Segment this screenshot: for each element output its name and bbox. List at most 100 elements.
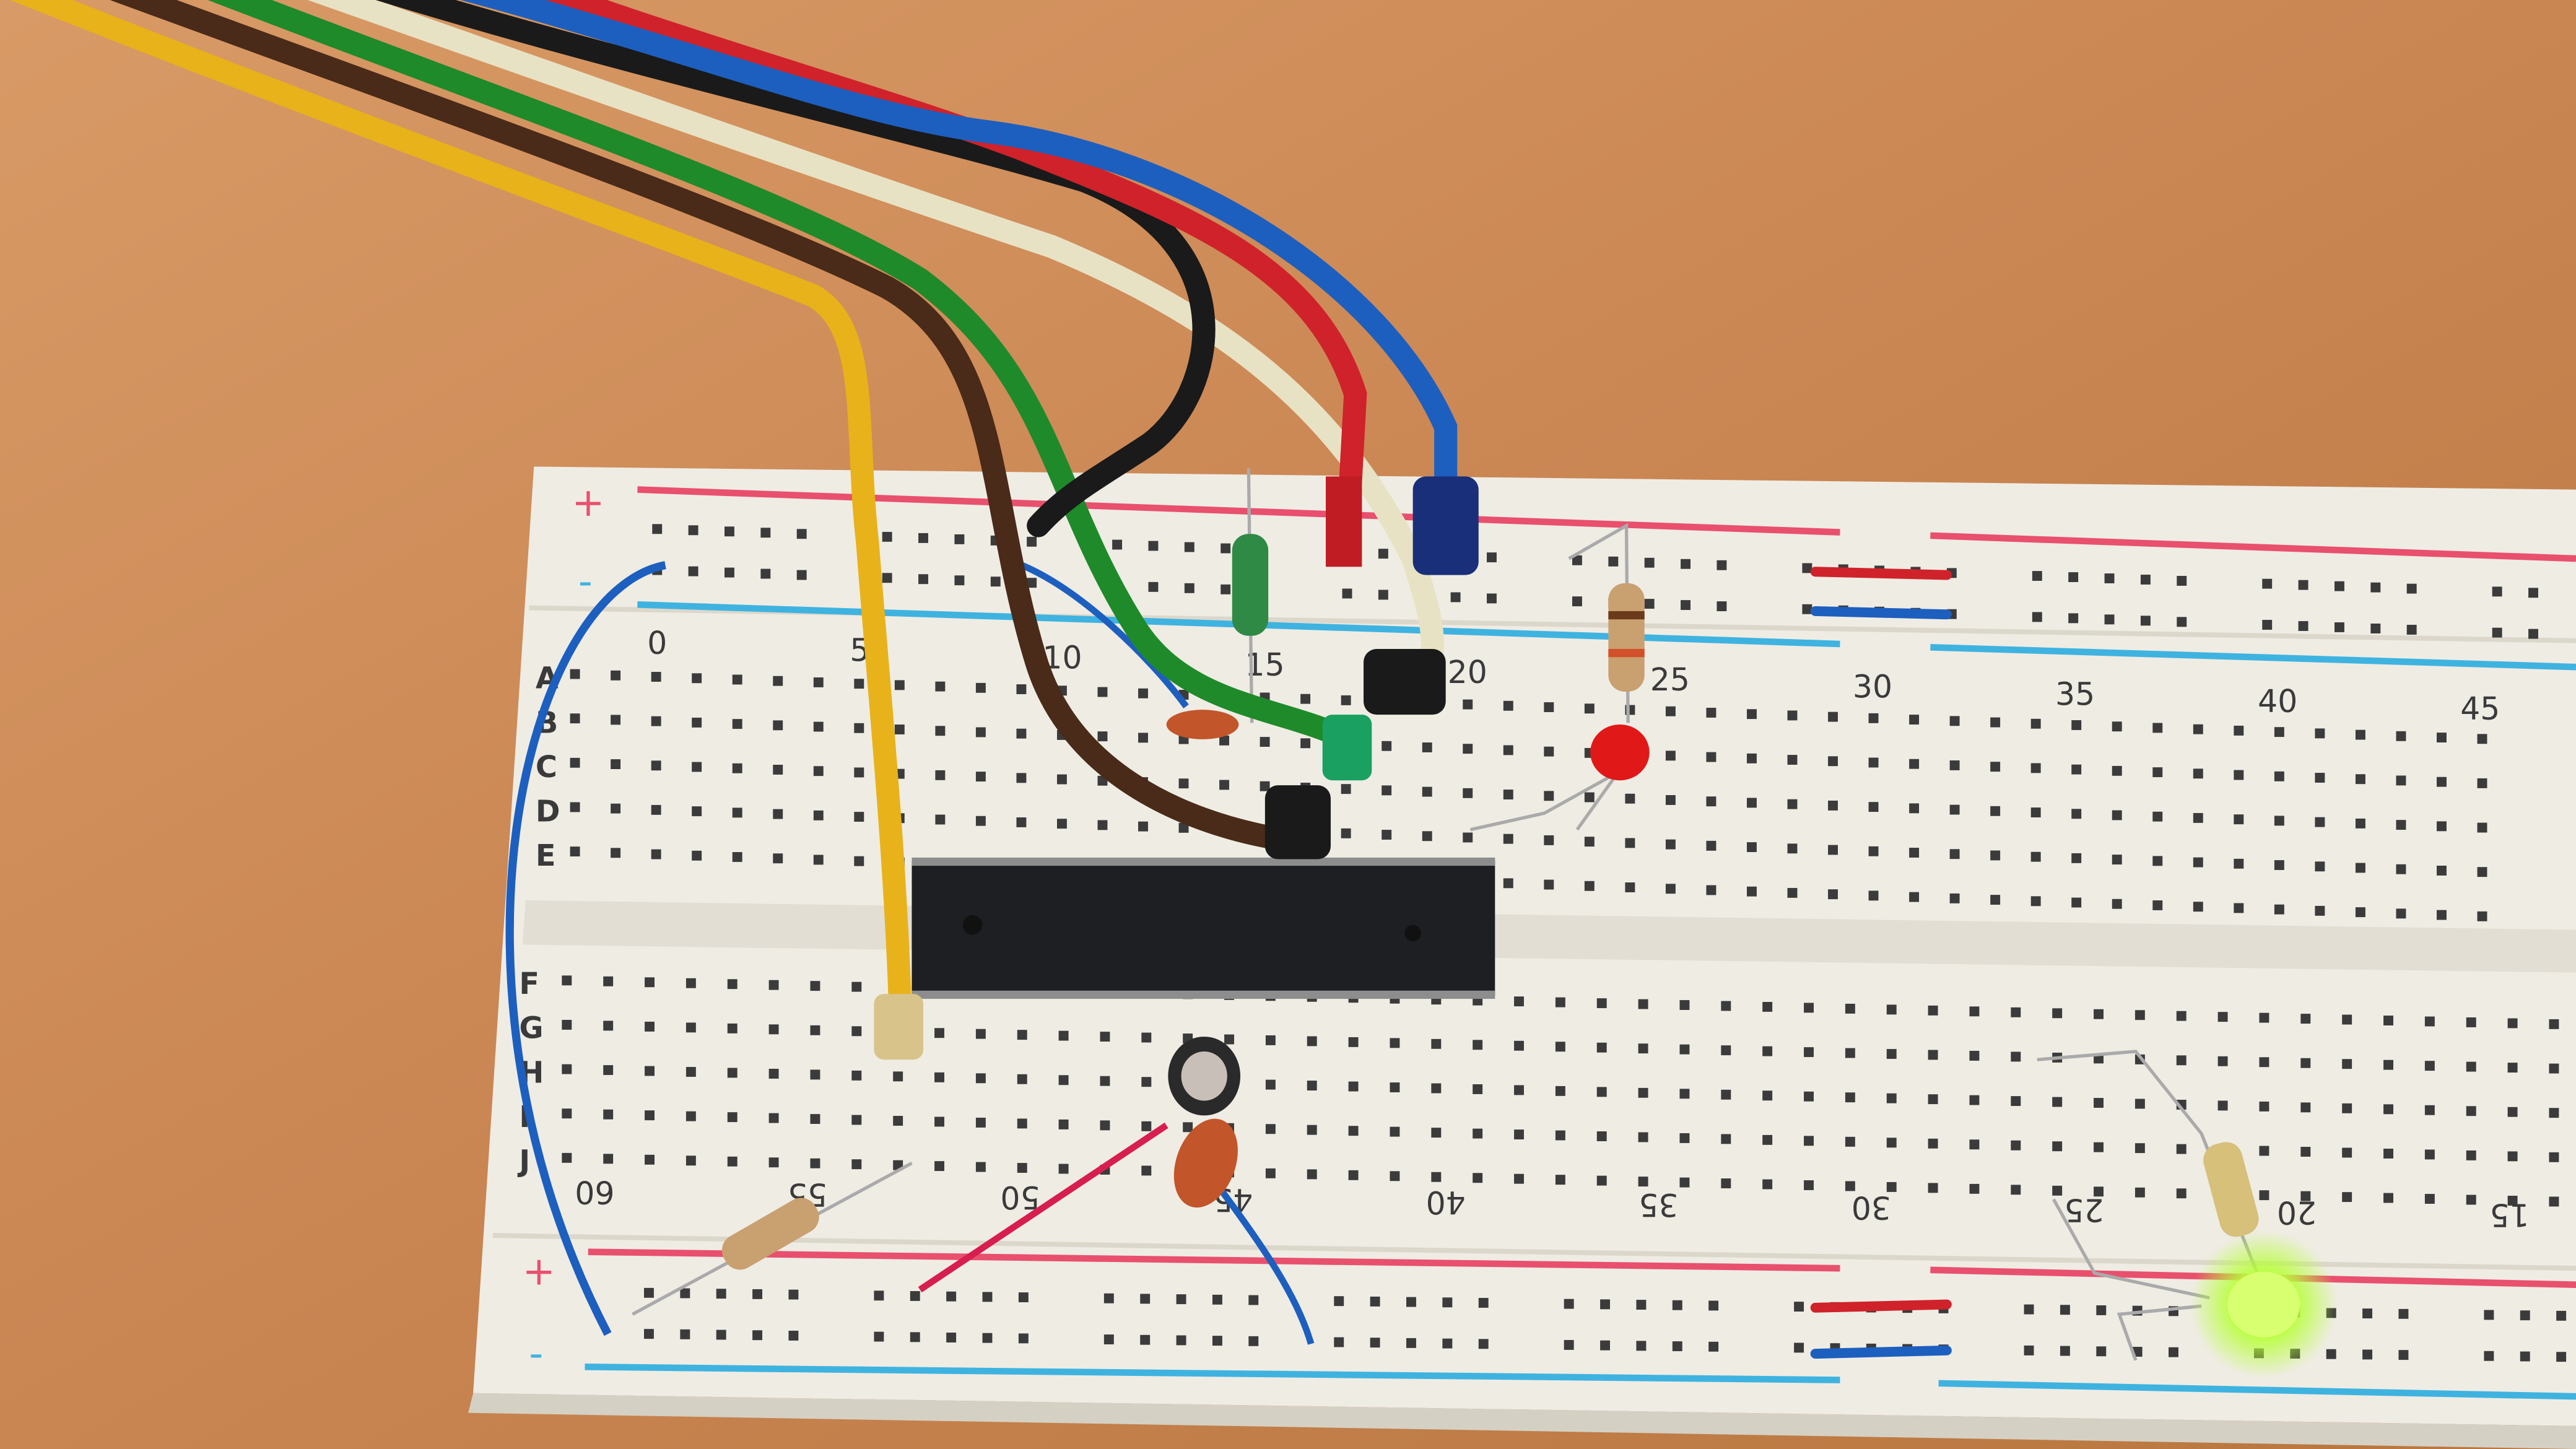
hole xyxy=(2315,728,2325,739)
hole xyxy=(1148,541,1159,551)
hole xyxy=(1307,1081,1317,1091)
hole xyxy=(935,814,946,825)
hole xyxy=(2071,720,2082,730)
hole xyxy=(1431,1172,1442,1182)
hole xyxy=(562,1152,572,1163)
hole xyxy=(1584,881,1595,891)
hole xyxy=(1845,1136,1855,1147)
hole xyxy=(732,719,742,729)
hole xyxy=(611,759,621,770)
hole xyxy=(1990,762,2001,772)
hole xyxy=(854,856,864,866)
hole xyxy=(2176,1055,2187,1066)
hole xyxy=(732,852,742,862)
hole xyxy=(1708,1341,1719,1352)
hole xyxy=(1555,1175,1565,1185)
hole xyxy=(1762,1046,1773,1056)
hole xyxy=(1717,560,1727,570)
hole xyxy=(2300,1058,2311,1068)
hole xyxy=(893,1071,903,1082)
hole xyxy=(2030,851,2041,862)
hole xyxy=(1665,706,1676,716)
hole xyxy=(1868,802,1879,812)
hole xyxy=(2342,1014,2352,1025)
hole xyxy=(611,715,621,725)
hole xyxy=(652,524,663,534)
hole xyxy=(2262,620,2273,630)
hole xyxy=(2466,1194,2476,1205)
hole xyxy=(692,762,702,772)
hole xyxy=(603,1109,614,1120)
hole xyxy=(1886,1049,1897,1059)
hole xyxy=(603,1065,614,1076)
hole xyxy=(1514,1173,1524,1184)
hole xyxy=(1265,1168,1276,1178)
hole xyxy=(2152,900,2163,910)
hole xyxy=(651,760,661,771)
hole xyxy=(2424,1016,2435,1027)
hole xyxy=(611,670,621,681)
hole xyxy=(1625,793,1635,804)
yellow-wire xyxy=(10,0,912,1022)
hole xyxy=(2477,822,2487,833)
hole xyxy=(1442,1338,1453,1349)
hole xyxy=(2355,907,2365,918)
hole xyxy=(724,567,734,578)
hole xyxy=(1473,1173,1483,1183)
hole xyxy=(954,534,965,544)
hole xyxy=(2370,582,2381,593)
hole xyxy=(934,1072,944,1082)
hole xyxy=(760,568,771,579)
hole xyxy=(2193,812,2203,823)
hole xyxy=(2193,857,2203,868)
hole xyxy=(1341,828,1351,838)
hole xyxy=(2484,1310,2494,1320)
hole xyxy=(2094,1142,2104,1152)
hole xyxy=(2024,1345,2034,1355)
hole xyxy=(570,757,580,768)
hole xyxy=(1928,1050,1938,1060)
hole xyxy=(2274,860,2284,870)
hole xyxy=(1564,1299,1574,1309)
hole xyxy=(2217,1056,2228,1066)
hole xyxy=(1584,792,1595,803)
hole xyxy=(1572,555,1582,565)
hole xyxy=(680,1288,690,1299)
hole xyxy=(1638,1132,1648,1142)
hole xyxy=(1016,728,1027,739)
hole xyxy=(1390,1126,1400,1137)
hole xyxy=(2342,1192,2352,1203)
column-number: 25 xyxy=(2064,1191,2104,1228)
hole xyxy=(813,677,824,687)
hole xyxy=(1406,1297,1416,1307)
hole xyxy=(2011,1051,2021,1062)
hole xyxy=(1555,1130,1565,1141)
hole xyxy=(2437,777,2447,787)
hole xyxy=(1503,833,1513,844)
hole xyxy=(1868,713,1879,723)
hole xyxy=(1514,1129,1524,1140)
hole xyxy=(1422,742,1432,752)
hole xyxy=(1260,737,1270,747)
hole xyxy=(1721,1134,1731,1144)
hole xyxy=(854,767,864,778)
hole xyxy=(603,1154,614,1164)
hole xyxy=(1390,1082,1400,1092)
hole xyxy=(2052,1141,2063,1152)
hole xyxy=(1762,1090,1773,1101)
hole xyxy=(2383,1060,2393,1070)
hole xyxy=(910,1332,920,1342)
hole xyxy=(2234,903,2244,913)
hole xyxy=(562,1064,572,1074)
hole xyxy=(1804,1091,1814,1102)
hole xyxy=(651,672,661,682)
hole xyxy=(975,1029,986,1039)
hole xyxy=(1017,1074,1027,1084)
hole xyxy=(2355,729,2365,740)
hole xyxy=(935,770,946,780)
hole xyxy=(645,1021,655,1032)
hole xyxy=(2011,1140,2021,1151)
hole xyxy=(894,680,905,690)
hole xyxy=(1178,822,1189,833)
hole xyxy=(2104,573,2115,583)
